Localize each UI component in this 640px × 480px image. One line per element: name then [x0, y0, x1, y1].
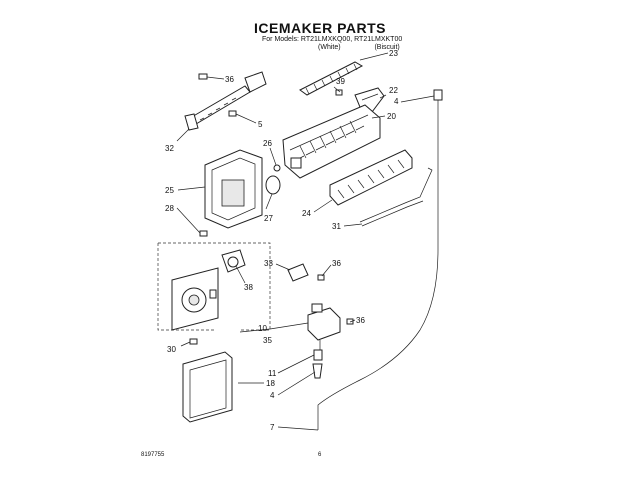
- callout-25: 25: [165, 186, 174, 195]
- screw-39: [335, 89, 343, 96]
- callout-32: 32: [165, 144, 174, 153]
- callout-30: 30: [167, 345, 176, 354]
- model-color-biscuit: (Biscuit): [374, 44, 400, 51]
- motor-part-38: [221, 249, 246, 273]
- callout-38: 38: [244, 283, 253, 292]
- model-list: For Models: RT21LMXKQ00, RT21LMXKT00 (Wh…: [262, 36, 402, 52]
- callout-leaders: [176, 52, 435, 431]
- screw-28: [199, 230, 208, 237]
- model-number-biscuit: RT21LMXKT00: [354, 36, 403, 43]
- callout-5: 5: [258, 120, 263, 129]
- callout-27: 27: [264, 214, 273, 223]
- callout-36-low: 36: [356, 316, 365, 325]
- models-prefix: For Models:: [262, 36, 299, 43]
- page-title: ICEMAKER PARTS: [254, 20, 386, 36]
- bracket-part-33: [287, 263, 309, 282]
- fill-tube-part: [317, 89, 443, 430]
- callout-35: 35: [263, 336, 272, 345]
- callout-36-top: 36: [225, 75, 234, 84]
- callout-4-top: 4: [394, 97, 399, 106]
- ejector-blade-part: [299, 61, 364, 96]
- callout-36-mid: 36: [332, 259, 341, 268]
- model-color-white: (White): [318, 44, 341, 51]
- document-code: 8197755: [141, 452, 165, 458]
- control-module-part: [171, 267, 219, 331]
- callout-10: 10: [258, 324, 267, 333]
- fitting-part-11: [313, 349, 323, 361]
- callout-31: 31: [332, 222, 341, 231]
- module-group-outline: [157, 242, 271, 331]
- ice-stripper-part: [329, 149, 413, 206]
- callout-28: 28: [165, 204, 174, 213]
- callout-33: 33: [264, 259, 273, 268]
- front-cover-part: [182, 351, 233, 423]
- callout-39: 39: [336, 77, 345, 86]
- screw-5: [228, 110, 237, 117]
- module-housing-part: [204, 149, 263, 229]
- page-number: 6: [318, 452, 322, 458]
- screw-36-mid: [317, 274, 325, 281]
- model-number-white: RT21LMXKQ00,: [300, 36, 353, 43]
- screw-30: [189, 338, 198, 345]
- callout-23: 23: [389, 49, 398, 58]
- callout-11: 11: [268, 369, 277, 378]
- callout-26: 26: [263, 139, 272, 148]
- ice-mold-part: [282, 104, 381, 179]
- bearing-part: [265, 164, 281, 195]
- callout-7: 7: [270, 423, 275, 432]
- callout-22: 22: [389, 86, 398, 95]
- callout-4-low: 4: [270, 391, 275, 400]
- fitting-part-4-low: [312, 363, 323, 379]
- callout-20: 20: [387, 112, 396, 121]
- shutoff-arm-part: [359, 167, 433, 227]
- callout-18: 18: [266, 379, 275, 388]
- screw-36-low: [346, 318, 354, 325]
- callout-numbers: 23 36 39 22 4 5 20 32 26 25 28 27 24 31 …: [165, 49, 399, 432]
- water-valve-part: [307, 303, 341, 350]
- screw-36-top: [198, 73, 208, 80]
- wire-harness-part: [184, 71, 267, 131]
- callout-24: 24: [302, 209, 311, 218]
